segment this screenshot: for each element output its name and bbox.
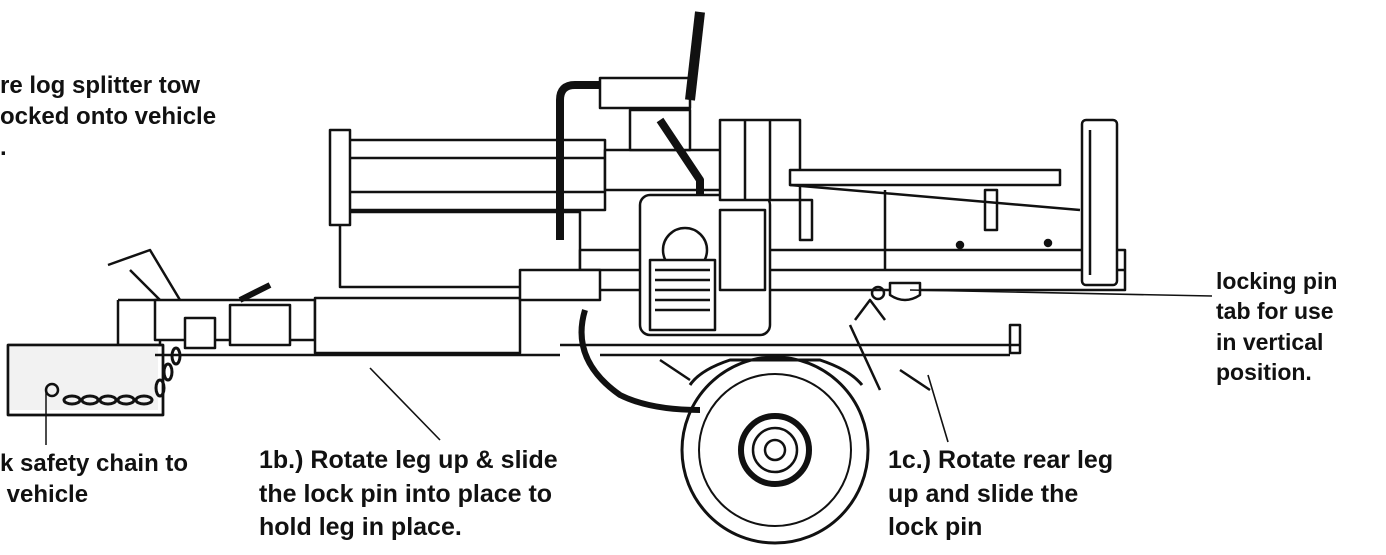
label-step-1c: 1c.) Rotate rear leg up and slide the lo… [888, 446, 1114, 541]
label-safety-chain-note: k safety chain to vehicle [0, 450, 189, 509]
wheel [680, 355, 870, 545]
engine [638, 118, 802, 337]
callout-line-locking-pin [909, 289, 1213, 297]
callout-lines [369, 289, 1213, 443]
axle-and-rear-leg [560, 298, 1022, 413]
tow-tongue [153, 282, 560, 357]
callout-line-1c [927, 374, 949, 443]
end-plate [1080, 118, 1119, 287]
log-cradle [788, 168, 1081, 270]
label-tow-hitch-note: re log splitter tow ocked onto vehicle . [0, 72, 217, 162]
callout-line-1b [369, 367, 441, 441]
locking-pin-tab [870, 281, 922, 302]
label-step-1b: 1b.) Rotate leg up & slide the lock pin … [259, 446, 558, 541]
label-locking-pin-tab: locking pin tab for use in vertical posi… [1216, 268, 1338, 386]
hitch-coupler [6, 248, 182, 445]
